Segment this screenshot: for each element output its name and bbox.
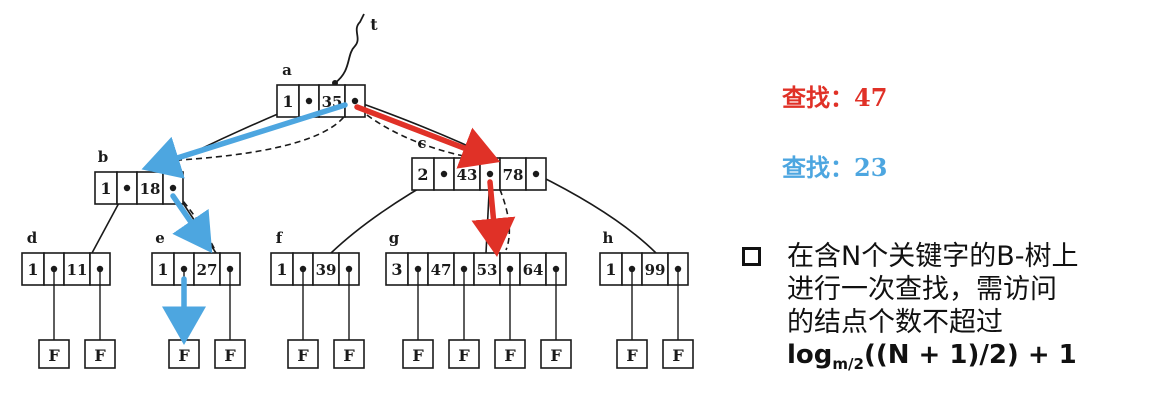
node-h: 1 99 xyxy=(599,252,689,286)
leaf-label-e-0: F xyxy=(178,346,190,365)
node-g-key-cell-2 xyxy=(519,252,547,286)
leaf-label-g-3: F xyxy=(550,346,562,365)
complexity-formula: logm/2((N + 1)/2) + 1 xyxy=(787,339,1077,381)
node-e: 1 27 xyxy=(151,252,241,286)
node-c-pointer-dot-2 xyxy=(532,170,540,178)
node-c-key-1: 78 xyxy=(503,166,524,184)
node-b-count: 1 xyxy=(100,179,111,198)
leaf-box-g-0 xyxy=(402,339,434,369)
node-b-label: b xyxy=(98,148,109,166)
leaf-box-h-1 xyxy=(662,339,694,369)
node-c-label: c xyxy=(417,134,426,152)
node-b: 1 18 xyxy=(94,171,184,205)
node-g-key-2: 64 xyxy=(523,261,544,279)
node-c-pointer-dot-1 xyxy=(486,170,494,178)
leaf-label-f-0: F xyxy=(297,346,309,365)
node-b-pointer-dot-1 xyxy=(169,184,177,192)
root-pointer-label: t xyxy=(370,15,378,34)
leaf-label-d-1: F xyxy=(94,346,106,365)
node-h-count: 1 xyxy=(605,260,616,279)
node-b-pointer-dot-0 xyxy=(123,184,131,192)
leaf-box-g-2 xyxy=(494,339,526,369)
node-a-pointer-dot-1 xyxy=(351,97,359,105)
leaf-box-f-1 xyxy=(333,339,365,369)
leaf-box-g-1 xyxy=(448,339,480,369)
leaf-label-h-0: F xyxy=(626,346,638,365)
leaf-box-e-1 xyxy=(214,339,246,369)
node-h-key-0: 99 xyxy=(645,261,666,279)
node-a-label: a xyxy=(282,61,292,79)
node-f-key-cell-0 xyxy=(312,252,340,286)
node-g: 3 47 53 64 xyxy=(385,252,567,286)
node-e-key-0: 27 xyxy=(197,261,218,279)
leaf-box-d-1 xyxy=(84,339,116,369)
node-e-count: 1 xyxy=(157,260,168,279)
bullet-square-icon xyxy=(742,247,761,266)
search-47-label: 查找：47 xyxy=(782,83,888,112)
search-47-arrow-a-c xyxy=(354,104,501,169)
node-g-label: g xyxy=(389,229,400,247)
node-d-label: d xyxy=(27,229,38,247)
node-a-pointer-dot-0 xyxy=(305,97,313,105)
leaf-label-g-0: F xyxy=(412,346,424,365)
node-d-count: 1 xyxy=(27,260,38,279)
node-g-key-0: 47 xyxy=(431,261,452,279)
search-23-arrow-a-b xyxy=(141,102,348,179)
search-23-label: 查找：23 xyxy=(782,153,888,182)
node-c: 2 43 78 xyxy=(411,157,547,191)
bullet-line-1: 在含N个关键字的B-树上 xyxy=(787,241,1079,272)
node-b-key-0: 18 xyxy=(140,180,161,198)
search-47-arrow-c-g xyxy=(471,179,516,257)
edge-c-h xyxy=(535,173,657,254)
search-23-arrow-b-e xyxy=(170,193,213,254)
formula-base: m/2 xyxy=(832,355,864,374)
leaf-label-g-1: F xyxy=(458,346,470,365)
bullet-line-3: 的结点个数不超过 xyxy=(787,307,1003,338)
root-pointer-line xyxy=(334,13,365,84)
node-d-key-0: 11 xyxy=(67,261,88,279)
node-c-count: 2 xyxy=(417,165,428,184)
bullet-line-2: 进行一次查找，需访问 xyxy=(787,274,1057,305)
leaf-box-g-3 xyxy=(540,339,572,369)
node-g-key-1: 53 xyxy=(477,261,498,279)
leaf-label-f-1: F xyxy=(343,346,355,365)
dashed-trace-right xyxy=(358,108,498,163)
leaf-box-d-0 xyxy=(38,339,70,369)
leaf-label-d-0: F xyxy=(48,346,60,365)
node-a-count: 1 xyxy=(282,92,293,111)
node-f-label: f xyxy=(276,229,284,247)
node-e-label: e xyxy=(155,229,165,247)
node-f-count: 1 xyxy=(276,260,287,279)
formula-argument: ((N + 1)/2) + 1 xyxy=(863,340,1077,370)
dashed-trace-left xyxy=(149,108,350,169)
node-f: 1 39 xyxy=(270,252,360,286)
node-c-key-0: 43 xyxy=(457,166,478,184)
node-c-pointer-dot-0 xyxy=(440,170,448,178)
leaf-box-f-0 xyxy=(287,339,319,369)
leaf-label-h-1: F xyxy=(672,346,684,365)
formula-log: log xyxy=(787,340,833,370)
node-h-label: h xyxy=(603,229,614,247)
leaf-box-h-0 xyxy=(616,339,648,369)
leaf-label-e-1: F xyxy=(224,346,236,365)
node-f-key-0: 39 xyxy=(316,261,337,279)
leaf-label-g-2: F xyxy=(504,346,516,365)
node-g-count: 3 xyxy=(391,260,402,279)
